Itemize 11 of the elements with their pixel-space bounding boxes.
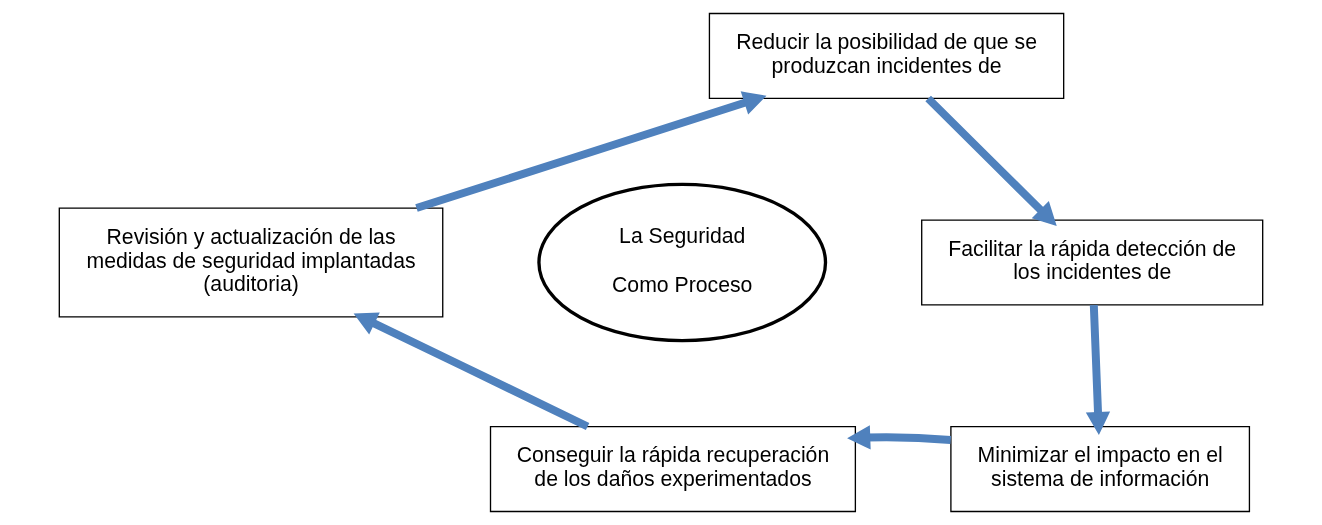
node-box: Facilitar la rápida detección de los incidentes de <box>921 219 1264 306</box>
node-ellipse: La Seguridad Como Proceso <box>537 182 828 343</box>
arrow <box>925 95 1057 226</box>
node-box: Revisión y actualización de las medidas de seguridad implantadas (auditoria) <box>58 207 444 318</box>
arrow <box>847 425 952 450</box>
arrow <box>353 312 590 431</box>
node-box: Conseguir la rápida recuperación de los daños experimentados <box>489 425 857 513</box>
arrow <box>415 91 767 212</box>
node-box: Minimizar el impacto en el sistema de información <box>950 425 1251 513</box>
node-box: Reducir la posibilidad de que se produzcan incidentes de <box>708 12 1065 100</box>
arrow <box>1085 304 1111 436</box>
